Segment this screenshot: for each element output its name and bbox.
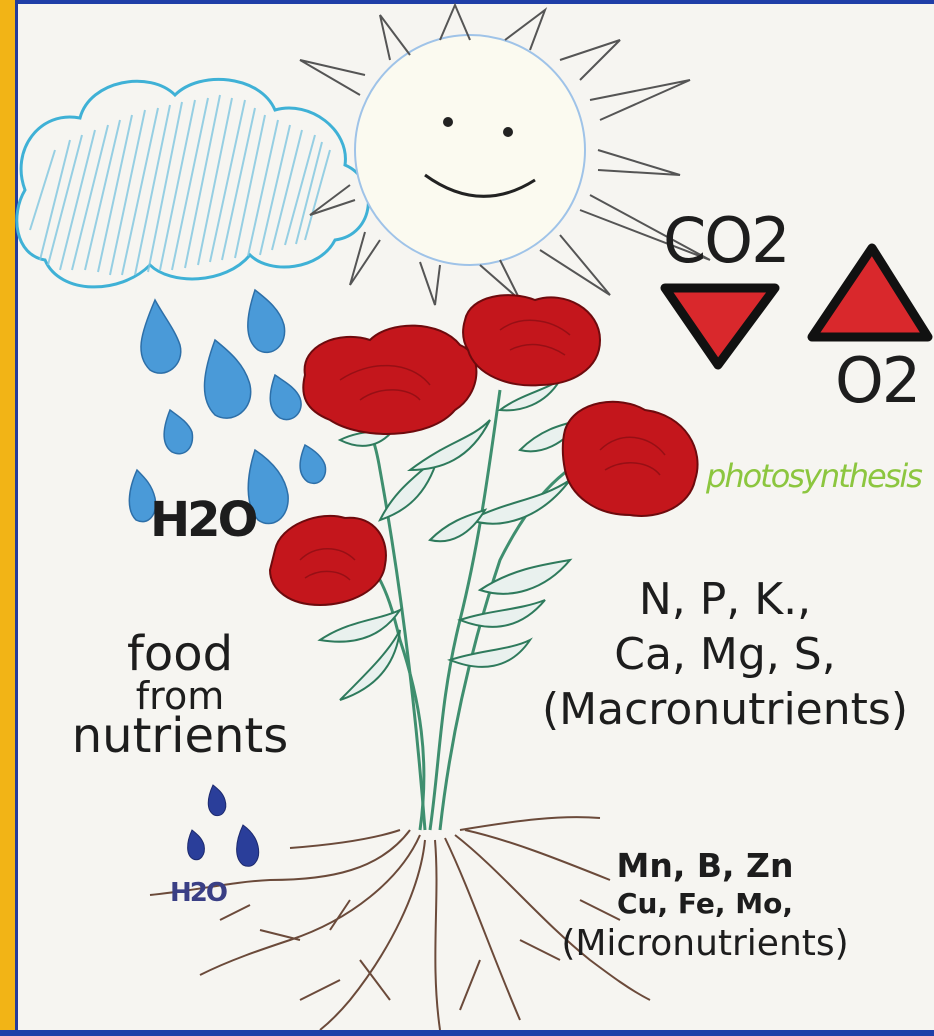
macronutrients-block: N, P, K., Ca, Mg, S, (Macronutrients) [520,572,930,737]
micronutrients-heading: (Micronutrients) [540,921,870,966]
food-line: food [30,632,330,678]
raindrop-icon [129,290,325,524]
oxygen-label: O2 [835,350,919,412]
carbon-dioxide-label: CO2 [663,210,789,272]
micronutrients-block: Mn, B, Zn Cu, Fe, Mo, (Micronutrients) [540,845,870,966]
photosynthesis-label: photosynthesis [706,460,921,492]
water-label: H2O [150,496,255,544]
macronutrients-heading: (Macronutrients) [520,682,930,737]
food-from-nutrients-block: food from nutrients [30,632,330,759]
soil-water-label: H2O [170,880,226,906]
macronutrients-line: N, P, K., [520,572,930,627]
micronutrients-line: Cu, Fe, Mo, [540,886,870,921]
micronutrients-line: Mn, B, Zn [540,845,870,886]
cloud-icon [17,79,369,287]
triangle-down-icon [665,288,775,365]
macronutrients-line: Ca, Mg, S, [520,627,930,682]
rose-icon [270,295,698,605]
sun-icon [300,5,710,305]
triangle-up-icon [812,248,928,337]
frame-bottom-border [0,1030,934,1036]
food-line: nutrients [30,714,330,760]
raindrop-icon [188,785,259,866]
